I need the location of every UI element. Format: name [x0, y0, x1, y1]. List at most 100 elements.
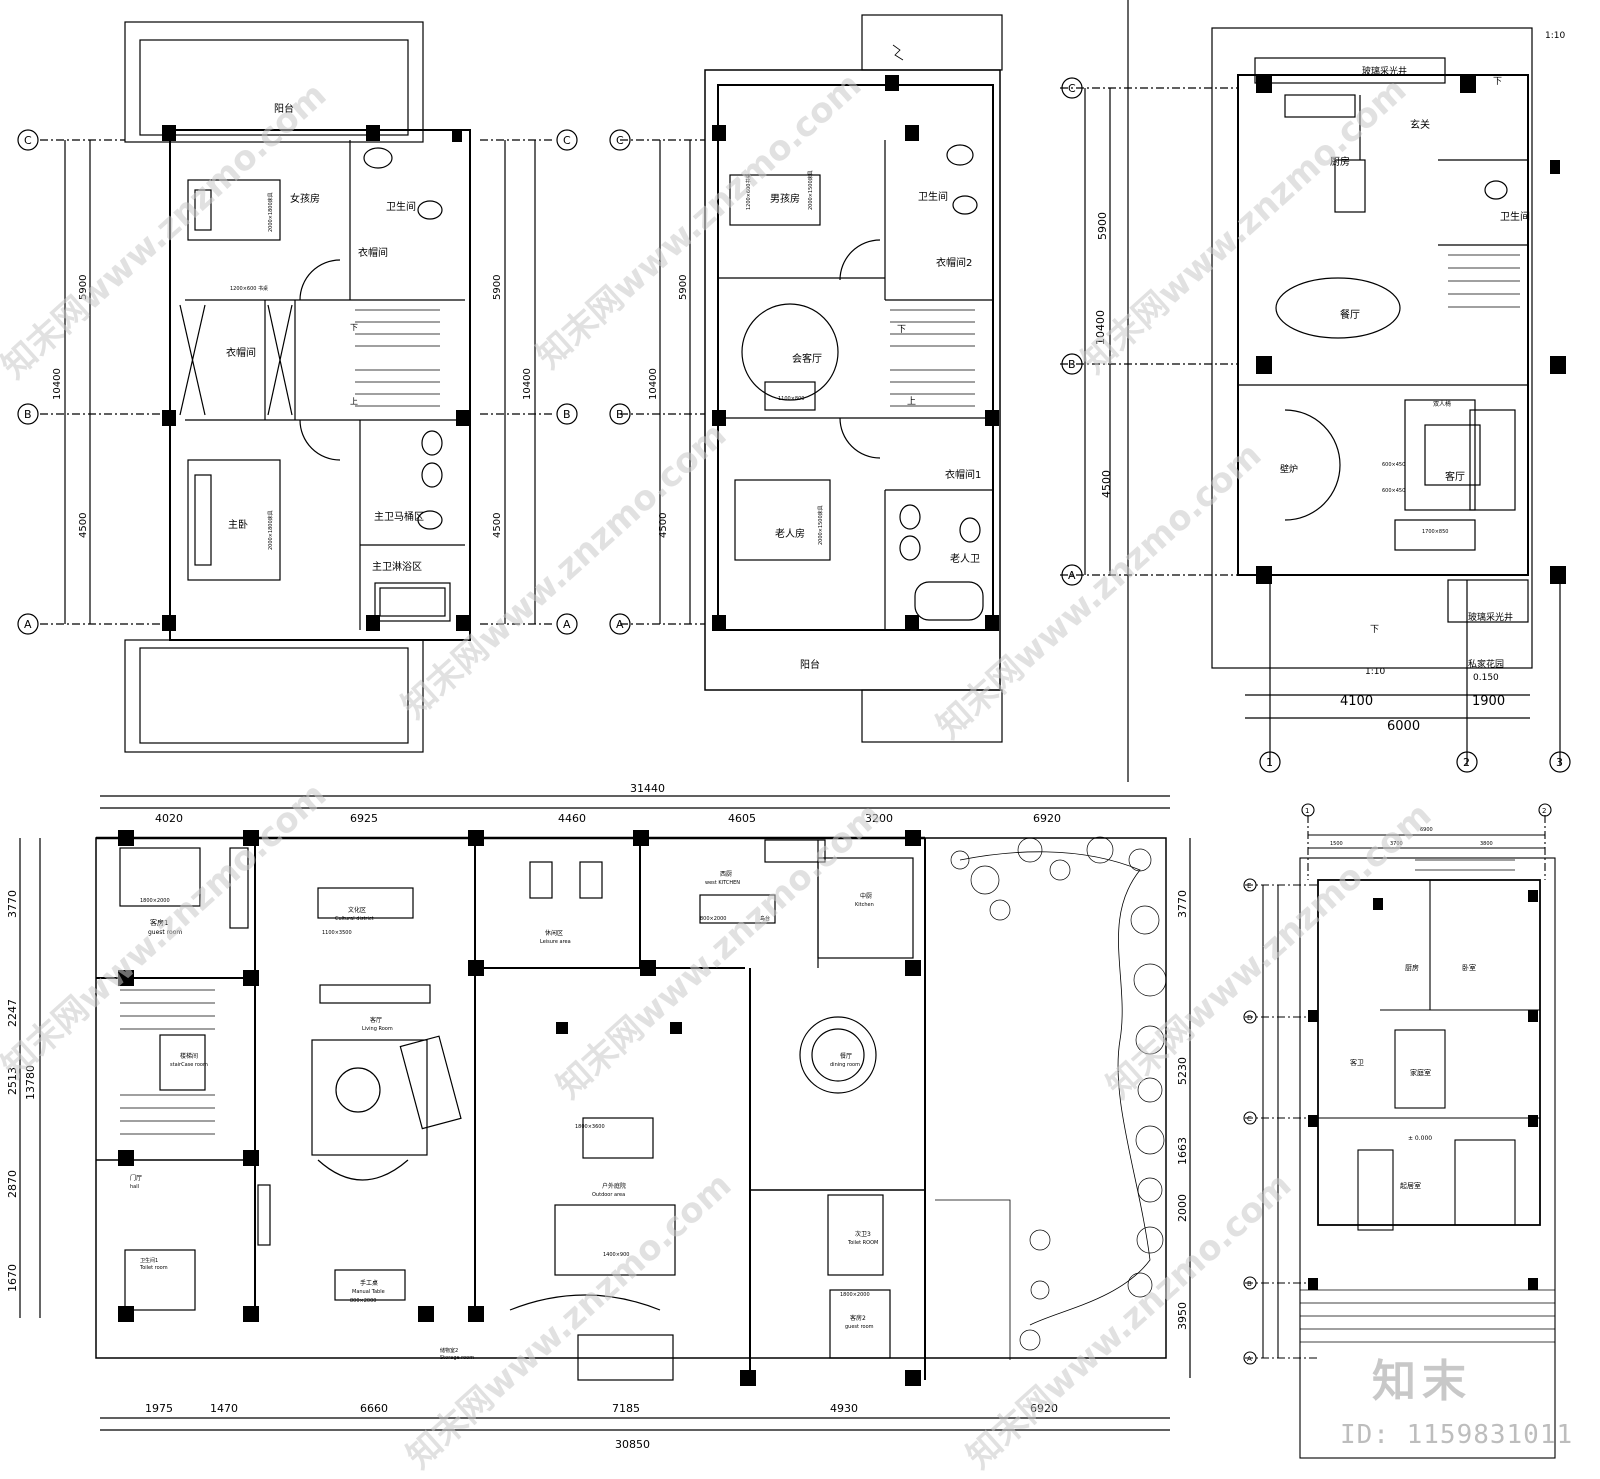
- plan-2-columns: [712, 75, 999, 631]
- p5-room-family: 家庭室: [1410, 1068, 1431, 1077]
- p1-axis-b-r: B: [563, 408, 571, 421]
- p2-room-elder-bath: 老人卫: [950, 552, 980, 565]
- p1-room-bath: 卫生间: [386, 200, 416, 213]
- p3-room-dining: 餐厅: [1340, 308, 1360, 321]
- p3-room-bath: 卫生间: [1500, 210, 1530, 223]
- p2-bed-2: 2000×1500床具: [817, 505, 824, 545]
- p4-bottom-dim-5: 4930: [830, 1402, 858, 1415]
- p2-desk: 1200×600书桌: [745, 174, 752, 210]
- p4-room-toilet3-en: Toilet ROOM: [847, 1240, 878, 1246]
- p4-room-westkitchen: 西厨: [720, 871, 732, 878]
- p4-furn-4: 1400×900: [603, 1252, 629, 1258]
- plan-5-labels: E D C B A 1 2 厨房 卧室 客卫 家庭室 起居室 ± 0.000 6…: [1247, 807, 1546, 1363]
- p5-room-kitchen: 厨房: [1405, 963, 1419, 972]
- p3-axis-2: 2: [1463, 756, 1470, 769]
- p4-room-westkitchen-en: west KITCHEN: [705, 880, 740, 886]
- p2-stair-up: 上: [907, 396, 916, 407]
- p4-top-dim-2: 6925: [350, 812, 378, 825]
- p4-room-stair: 楼梯间: [180, 1052, 198, 1060]
- p2-bed-1: 2000×1500床具: [807, 170, 814, 210]
- watermark-4: 知末网www.znzmo.com: [394, 415, 734, 727]
- p3-note-slope-top: 1:10: [1545, 31, 1565, 41]
- p4-room-toilet1: 卫生间1: [140, 1257, 158, 1264]
- p3-note-down-bottom: 下: [1370, 625, 1379, 635]
- p4-room-hall-en: hall: [130, 1184, 139, 1190]
- p1-axis-a: A: [24, 618, 32, 631]
- p1-bed-1: 2000×1800床具: [267, 192, 274, 232]
- plan-4-columns: [118, 830, 921, 1386]
- p1-dim-4500-r: 4500: [492, 513, 503, 538]
- p4-furn-7: 1800×2000: [840, 1292, 870, 1298]
- p4-room-hall: 门厅: [130, 1174, 142, 1182]
- p2-dim-5900: 5900: [678, 275, 689, 300]
- p3-dim-1900: 1900: [1472, 694, 1505, 709]
- plan-4-trees: [950, 836, 1167, 1351]
- p2-axis-b: B: [616, 408, 624, 421]
- p4-bottom-dim-4: 7185: [612, 1402, 640, 1415]
- p1-axis-c-r: C: [563, 134, 571, 147]
- plan-4: [19, 795, 1191, 1431]
- p3-room-kitchen: 厨房: [1330, 155, 1350, 168]
- p1-dim-4500: 4500: [78, 513, 89, 538]
- p3-axis-3: 3: [1556, 756, 1563, 769]
- p4-room-guest1: 客房1: [150, 918, 168, 927]
- p1-axis-a-r: A: [563, 618, 571, 631]
- p4-room-manual-en: Manual Table: [352, 1289, 385, 1295]
- p4-top-dim-1: 4020: [155, 812, 183, 825]
- p4-furn-1: 1800×2000: [140, 898, 170, 904]
- p2-room-boy: 男孩房: [770, 192, 800, 205]
- p4-room-stair-en: stairCase room: [170, 1062, 208, 1068]
- p3-dim-4500: 4500: [1100, 470, 1113, 498]
- p5-room-living: 起居室: [1400, 1181, 1421, 1190]
- p1-dim-10400: 10400: [52, 368, 63, 400]
- p1-room-girl: 女孩房: [290, 192, 320, 205]
- p5-room-guestbath: 客卫: [1350, 1058, 1364, 1067]
- p4-room-dining-en: dining room: [830, 1062, 860, 1068]
- p4-room-living: 客厅: [370, 1016, 382, 1024]
- p2-axis-c: C: [616, 134, 624, 147]
- p4-room-kitchen: 中厨: [860, 892, 872, 900]
- p4-bottom-total: 30850: [615, 1438, 650, 1451]
- p3-garden: 私家花园: [1468, 658, 1504, 670]
- plan-4-labels: 31440 4020 6925 4460 4605 3200 6920 1975…: [6, 782, 1189, 1451]
- p2-dim-10400: 10400: [648, 368, 659, 400]
- p4-room-outdoor: 户外庭院: [602, 1182, 626, 1190]
- p1-axis-b: B: [24, 408, 32, 421]
- p5-axis-b: B: [1247, 1280, 1252, 1288]
- p4-room-manual: 手工桌: [360, 1279, 378, 1287]
- p2-room-lounge: 会客厅: [792, 352, 822, 365]
- p3-note-down-top: 下: [1493, 77, 1502, 87]
- p3-loveseat: 双人椅: [1433, 400, 1451, 408]
- p4-room-leisure-en: Leisure area: [540, 939, 571, 945]
- p4-right-dim-2: 5230: [1176, 1057, 1189, 1085]
- p3-axis-a: A: [1068, 569, 1076, 582]
- p4-furn-6: 800×2000: [350, 1298, 376, 1304]
- p2-lounge-table: 1100×800: [778, 396, 804, 402]
- p3-sofa: 1700×850: [1422, 529, 1448, 535]
- watermark-2: 知末网www.znzmo.com: [529, 65, 869, 377]
- plan-1-columns: [162, 125, 470, 631]
- p1-room-master: 主卧: [228, 518, 248, 531]
- p4-top-dim-6: 6920: [1033, 812, 1061, 825]
- p4-room-dining: 餐厅: [840, 1052, 852, 1060]
- p2-stair-down: 下: [897, 325, 906, 335]
- plan-1: [17, 21, 578, 753]
- p1-bed-2: 2000×1800床具: [267, 510, 274, 550]
- p2-room-closet1: 衣帽间1: [945, 468, 981, 481]
- p4-room-toilet3: 次卫3: [855, 1230, 871, 1238]
- p4-room-kitchen-en: Kitchen: [855, 902, 874, 908]
- p5-dim-2: 3700: [1390, 841, 1403, 847]
- p1-axis-c: C: [24, 134, 32, 147]
- p1-desk: 1200×600 书桌: [230, 285, 268, 292]
- p4-left-dim-2: 2247: [6, 999, 19, 1027]
- p4-top-dim-3: 4460: [558, 812, 586, 825]
- watermark-8: 知末网www.znzmo.com: [1099, 795, 1439, 1107]
- p1-dim-5900-r: 5900: [492, 275, 503, 300]
- p1-room-balcony: 阳台: [274, 102, 294, 115]
- p3-axis-c: C: [1068, 82, 1076, 95]
- plan-2-labels: 男孩房 卫生间 衣帽间2 会客厅 老人房 衣帽间1 老人卫 阳台 C B A 5…: [616, 134, 981, 671]
- p4-bottom-dim-2: 1470: [210, 1402, 238, 1415]
- p5-dim-total: 6900: [1420, 827, 1433, 833]
- p5-axis-c: C: [1247, 1115, 1252, 1123]
